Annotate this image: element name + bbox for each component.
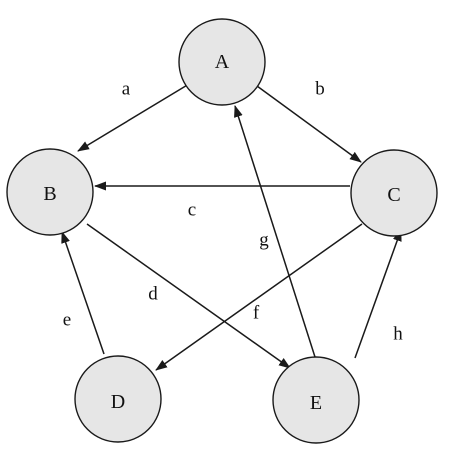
edge-b-label: b bbox=[315, 79, 325, 100]
edge-d-arrow bbox=[86, 223, 291, 369]
node-c-label: C bbox=[387, 184, 400, 206]
node-d-circle bbox=[74, 355, 162, 443]
node-b-circle bbox=[6, 148, 94, 236]
edge-b-arrow bbox=[256, 85, 362, 163]
edge-e-arrow bbox=[61, 231, 105, 355]
node-d: D bbox=[74, 355, 162, 443]
edge-f-arrow bbox=[155, 223, 363, 371]
node-a: A bbox=[178, 18, 266, 106]
edge-d-label: d bbox=[148, 284, 158, 305]
node-e-label: E bbox=[310, 392, 322, 414]
node-c: C bbox=[350, 149, 438, 237]
edge-a-arrow bbox=[77, 83, 190, 152]
node-a-label: A bbox=[215, 51, 230, 73]
node-c-circle bbox=[350, 149, 438, 237]
edge-h-arrow bbox=[354, 229, 402, 359]
edge-e-label: e bbox=[63, 310, 71, 331]
node-a-circle bbox=[178, 18, 266, 106]
edge-g-label: g bbox=[259, 230, 269, 251]
node-d-label: D bbox=[111, 391, 125, 413]
node-e: E bbox=[272, 356, 360, 444]
edge-g-arrow bbox=[234, 105, 316, 358]
edge-f-label: f bbox=[253, 303, 260, 324]
edge-c-label: c bbox=[188, 200, 196, 221]
node-e-circle bbox=[272, 356, 360, 444]
edge-a-label: a bbox=[122, 79, 131, 100]
node-b: B bbox=[6, 148, 94, 236]
node-b-label: B bbox=[43, 183, 56, 205]
edge-h-label: h bbox=[393, 324, 403, 345]
